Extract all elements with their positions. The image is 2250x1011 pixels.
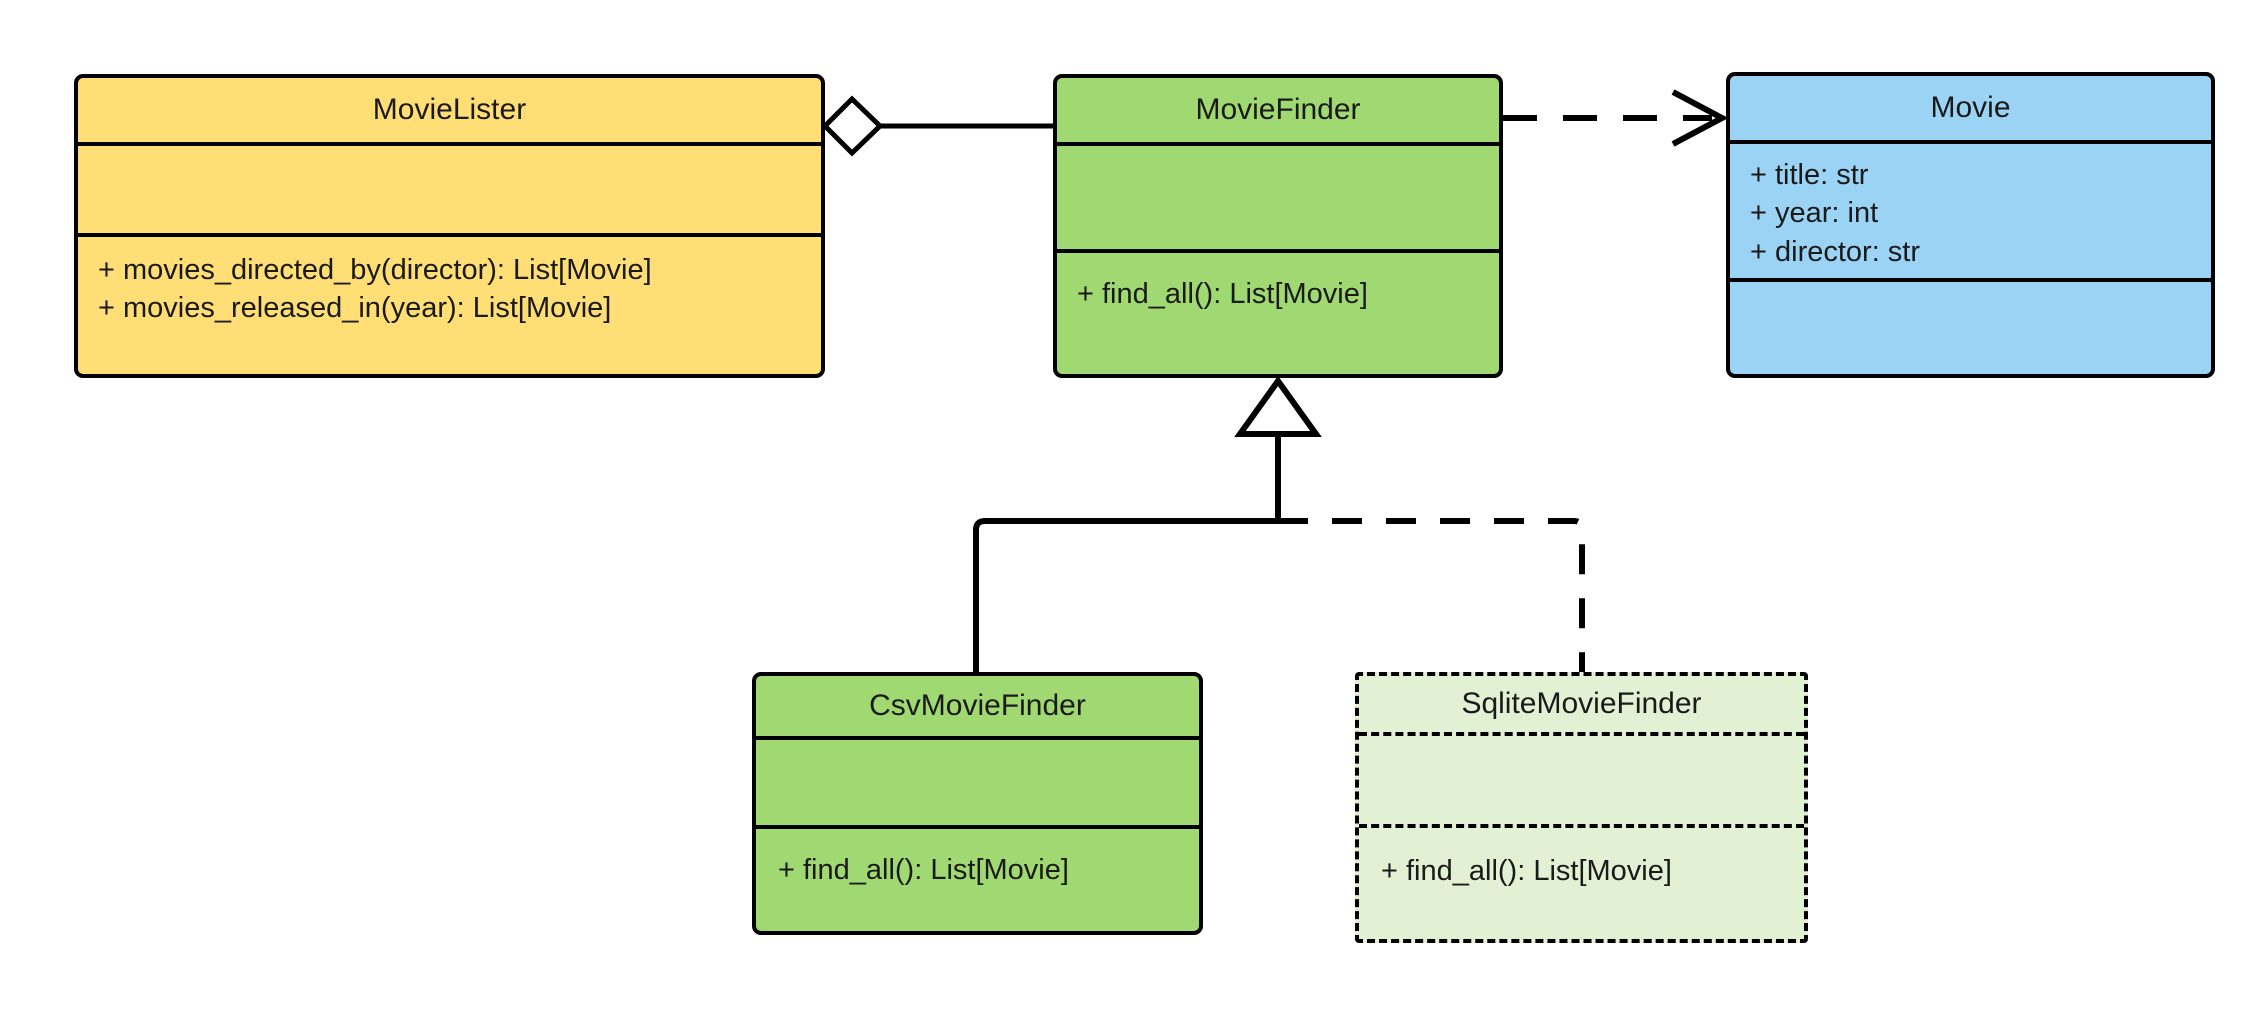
method-item: + movies_released_in(year): List[Movie]: [98, 292, 612, 325]
attributes-compartment-sqlite-movie-finder: [1359, 732, 1804, 824]
method-item: + find_all(): List[Movie]: [1077, 278, 1368, 310]
class-name-sqlite-movie-finder: SqliteMovieFinder: [1461, 687, 1702, 720]
generalization-branch-sqlite: [1278, 518, 1585, 672]
attributes-compartment-movie-finder: [1057, 142, 1499, 249]
methods-compartment-movie-finder: + find_all(): List[Movie]: [1057, 249, 1499, 374]
class-name-movie-lister: MovieLister: [372, 93, 527, 126]
uml-class-movie-lister[interactable]: MovieLister + movies_directed_by(directo…: [74, 74, 825, 378]
class-name-movie: Movie: [1930, 91, 2011, 124]
methods-compartment-movie: [1730, 278, 2211, 374]
attribute-item: + year: int: [1750, 197, 1879, 230]
uml-class-csv-movie-finder[interactable]: CsvMovieFinder + find_all(): List[Movie]: [752, 672, 1203, 935]
uml-class-movie[interactable]: Movie + title: str + year: int + directo…: [1726, 72, 2215, 378]
attribute-item: + director: str: [1750, 235, 1921, 268]
methods-compartment-sqlite-movie-finder: + find_all(): List[Movie]: [1359, 824, 1804, 939]
method-item: + find_all(): List[Movie]: [1381, 855, 1672, 887]
attributes-compartment-movie: + title: str + year: int + director: str: [1730, 140, 2211, 278]
method-item: + find_all(): List[Movie]: [778, 854, 1069, 886]
method-item: + movies_directed_by(director): List[Mov…: [98, 254, 652, 286]
aggregation-diamond-icon: [821, 95, 884, 157]
generalization-branch-csv: [973, 518, 1278, 672]
attribute-item: + title: str: [1750, 159, 1869, 191]
attributes-compartment-movie-lister: [78, 142, 821, 233]
open-arrowhead-icon: [1671, 89, 1729, 147]
class-name-csv-movie-finder: CsvMovieFinder: [869, 689, 1086, 722]
uml-class-sqlite-movie-finder[interactable]: SqliteMovieFinder + find_all(): List[Mov…: [1355, 672, 1808, 943]
inheritance-triangle-icon: [1234, 375, 1322, 437]
attributes-compartment-csv-movie-finder: [756, 736, 1199, 825]
class-name-movie-finder: MovieFinder: [1195, 93, 1361, 126]
methods-compartment-movie-lister: + movies_directed_by(director): List[Mov…: [78, 233, 821, 374]
methods-compartment-csv-movie-finder: + find_all(): List[Movie]: [756, 825, 1199, 931]
uml-class-movie-finder[interactable]: MovieFinder + find_all(): List[Movie]: [1053, 74, 1503, 378]
